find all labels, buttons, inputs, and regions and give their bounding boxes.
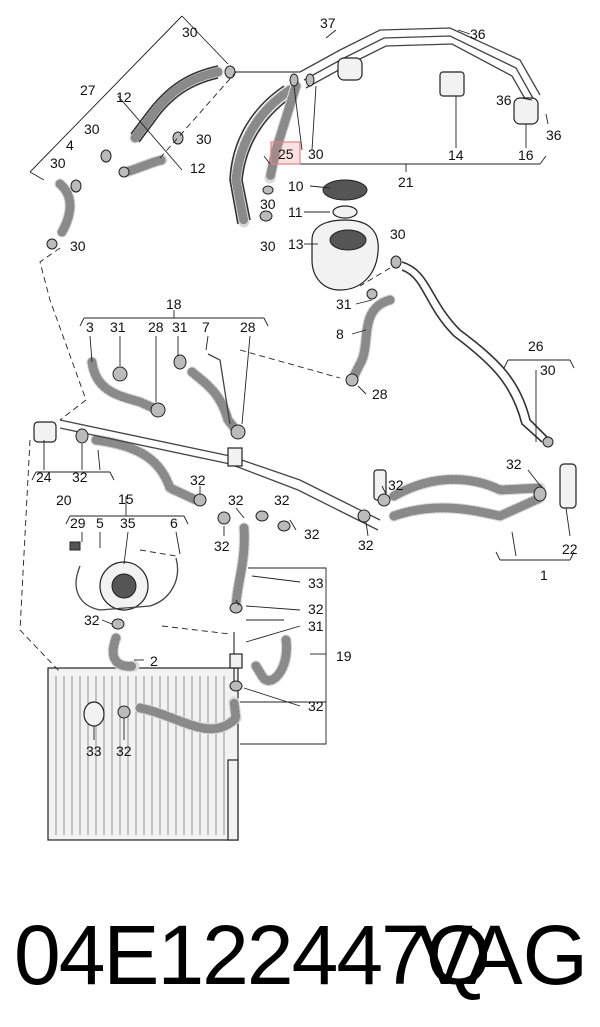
footer: 04E122447Q VAG <box>0 895 600 1015</box>
callout-1: 1 <box>540 567 548 583</box>
callout-32: 32 <box>84 612 100 628</box>
callout-30: 30 <box>182 24 198 40</box>
part-number: 04E122447Q <box>14 908 491 1002</box>
auxiliary-water-pump <box>69 541 179 611</box>
callout-32: 32 <box>358 537 374 553</box>
hose-7 <box>186 353 242 436</box>
callout-4: 4 <box>66 137 74 153</box>
callout-30: 30 <box>50 155 66 171</box>
callout-32: 32 <box>228 492 244 508</box>
callout-33: 33 <box>86 743 102 759</box>
callout-35: 35 <box>120 515 136 531</box>
callout-28: 28 <box>148 319 164 335</box>
highlight-box-25 <box>270 141 301 165</box>
callout-2: 2 <box>150 653 158 669</box>
callout-30: 30 <box>70 238 86 254</box>
callout-30: 30 <box>390 226 406 242</box>
callout-30: 30 <box>260 238 276 254</box>
leader-lines <box>43 29 571 740</box>
callout-31: 31 <box>336 296 352 312</box>
callout-16: 16 <box>518 147 534 163</box>
hose-26 <box>401 261 549 443</box>
callout-15: 15 <box>118 491 134 507</box>
hose-1 <box>388 463 577 522</box>
hose-2 <box>107 632 140 672</box>
callout-6: 6 <box>170 515 178 531</box>
callout-30: 30 <box>260 196 276 212</box>
callout-28: 28 <box>372 386 388 402</box>
callout-31: 31 <box>172 319 188 335</box>
hose-19-upper <box>230 522 250 610</box>
callout-36: 36 <box>546 127 562 143</box>
hose-12-left-branch <box>129 65 224 144</box>
radiator <box>47 667 239 841</box>
hose-25 <box>229 80 302 228</box>
hose-3 <box>86 356 164 416</box>
callout-32: 32 <box>190 472 206 488</box>
clamps <box>46 65 554 719</box>
callout-32: 32 <box>308 601 324 617</box>
callout-32: 32 <box>274 492 290 508</box>
hose-27-branch <box>54 154 168 238</box>
callout-10: 10 <box>288 178 304 194</box>
callout-labels: 37 36 36 36 30 27 12 30 30 4 30 12 30 25… <box>36 15 578 759</box>
callout-30: 30 <box>84 121 100 137</box>
callout-26: 26 <box>528 338 544 354</box>
callout-11: 11 <box>288 204 303 220</box>
hose-8 <box>346 294 396 386</box>
callout-32: 32 <box>308 698 324 714</box>
hose-20 <box>33 421 202 506</box>
pipe-main-manifold <box>59 419 387 531</box>
callout-7: 7 <box>202 319 210 335</box>
callout-31: 31 <box>308 618 324 634</box>
expansion-tank <box>311 179 379 291</box>
callout-32: 32 <box>304 526 320 542</box>
callout-22: 22 <box>562 541 578 557</box>
pipe-21-assembly <box>232 27 541 125</box>
callout-30: 30 <box>196 131 212 147</box>
callout-30: 30 <box>308 146 324 162</box>
callout-30: 30 <box>540 362 556 378</box>
callout-13: 13 <box>288 236 304 252</box>
callout-14: 14 <box>448 147 464 163</box>
callout-25: 25 <box>278 146 294 162</box>
brand-name: VAG <box>416 908 588 1002</box>
callout-19: 19 <box>336 648 352 664</box>
callout-32: 32 <box>116 743 132 759</box>
callout-12: 12 <box>190 160 206 176</box>
callout-32: 32 <box>72 469 88 485</box>
callout-28: 28 <box>240 319 256 335</box>
callout-21: 21 <box>398 174 414 190</box>
callout-33: 33 <box>308 575 324 591</box>
callout-8: 8 <box>336 326 344 342</box>
callout-29: 29 <box>70 515 86 531</box>
callout-32: 32 <box>388 477 404 493</box>
callout-5: 5 <box>96 515 104 531</box>
callout-36: 36 <box>496 92 512 108</box>
callout-3: 3 <box>86 319 94 335</box>
callout-20: 20 <box>56 492 72 508</box>
hose-33-lower <box>83 696 242 735</box>
callout-27: 27 <box>80 82 96 98</box>
callout-24: 24 <box>36 469 52 485</box>
callout-37: 37 <box>320 15 336 31</box>
assembly-brackets <box>19 15 575 745</box>
callout-36: 36 <box>470 26 486 42</box>
callout-32: 32 <box>506 456 522 472</box>
callout-32: 32 <box>214 538 230 554</box>
callout-18: 18 <box>166 296 182 312</box>
callout-31: 31 <box>110 319 126 335</box>
callout-12: 12 <box>116 89 132 105</box>
cooling-system-exploded-diagram: 37 36 36 36 30 27 12 30 30 4 30 12 30 25… <box>19 15 578 841</box>
hose-19-lower <box>229 632 292 688</box>
